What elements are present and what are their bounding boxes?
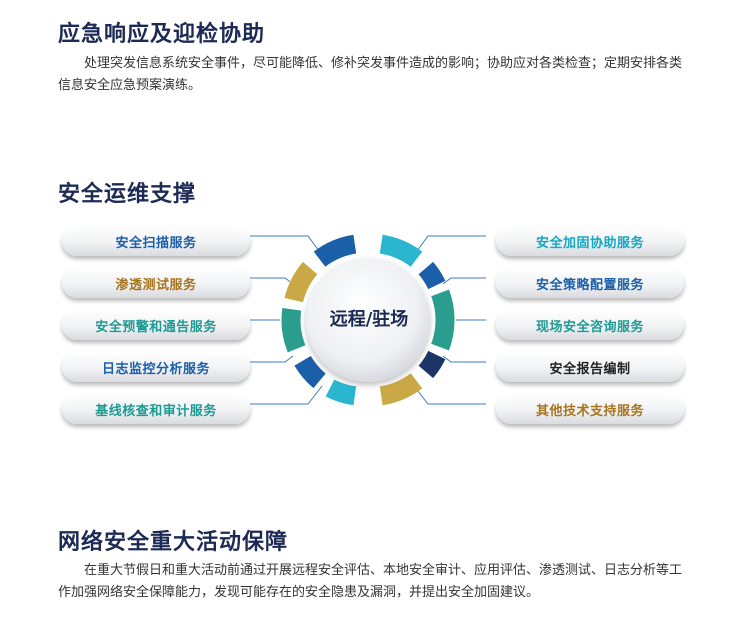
- connector-line: [250, 277, 294, 285]
- ring-segment-right-navy: [418, 350, 446, 379]
- ring-segment-right-cyan: [379, 234, 423, 267]
- right-item-1: 安全加固协助服务: [496, 226, 684, 256]
- ring-segment-left-teal: [281, 307, 306, 353]
- left-item-5: 基线核查和审计服务: [62, 394, 250, 424]
- section-title-major-events: 网络安全重大活动保障: [58, 530, 289, 555]
- right-item-3: 现场安全咨询服务: [496, 310, 684, 340]
- connector-line: [250, 385, 323, 405]
- right-item-4: 安全报告编制: [496, 352, 684, 382]
- center-disc: [306, 258, 430, 382]
- center-label: 远程/驻场: [329, 309, 409, 330]
- right-item-5: 其他技术支持服务: [496, 394, 684, 424]
- section-title-ops-support: 安全运维支撑: [58, 182, 197, 207]
- left-item-3: 安全预警和通告服务: [62, 310, 250, 340]
- left-item-1: 安全扫描服务: [62, 226, 250, 256]
- connector-line: [413, 235, 486, 256]
- left-item-4: 日志监控分析服务: [62, 352, 250, 382]
- connector-line: [250, 355, 294, 363]
- connector-line: [442, 355, 486, 363]
- connector-line: [413, 385, 486, 405]
- right-item-2: 安全策略配置服务: [496, 268, 684, 298]
- ring-segment-right-blue: [418, 261, 446, 290]
- ring-segment-left-blue-top: [313, 234, 357, 267]
- ring-segment-right-gold: [379, 373, 423, 406]
- ring-segments: [281, 234, 455, 406]
- connector-line: [442, 277, 486, 285]
- left-item-2: 渗透测试服务: [62, 268, 250, 298]
- ring-segment-left-cyan: [325, 379, 357, 406]
- section-body-major-events: 在重大节假日和重大活动前通过开展远程安全评估、本地安全审计、应用评估、渗透测试、…: [58, 563, 683, 600]
- connector-line: [250, 235, 323, 256]
- ring-segment-right-teal: [431, 289, 455, 351]
- ring-segment-left-gold: [284, 261, 318, 303]
- section-title-emergency: 应急响应及迎检协助: [58, 22, 266, 47]
- ring-segment-left-blue-bottom: [294, 355, 326, 389]
- section-body-emergency: 处理突发信息系统安全事件，尽可能降低、修补突发事件造成的影响；协助应对各类检查；…: [58, 56, 683, 93]
